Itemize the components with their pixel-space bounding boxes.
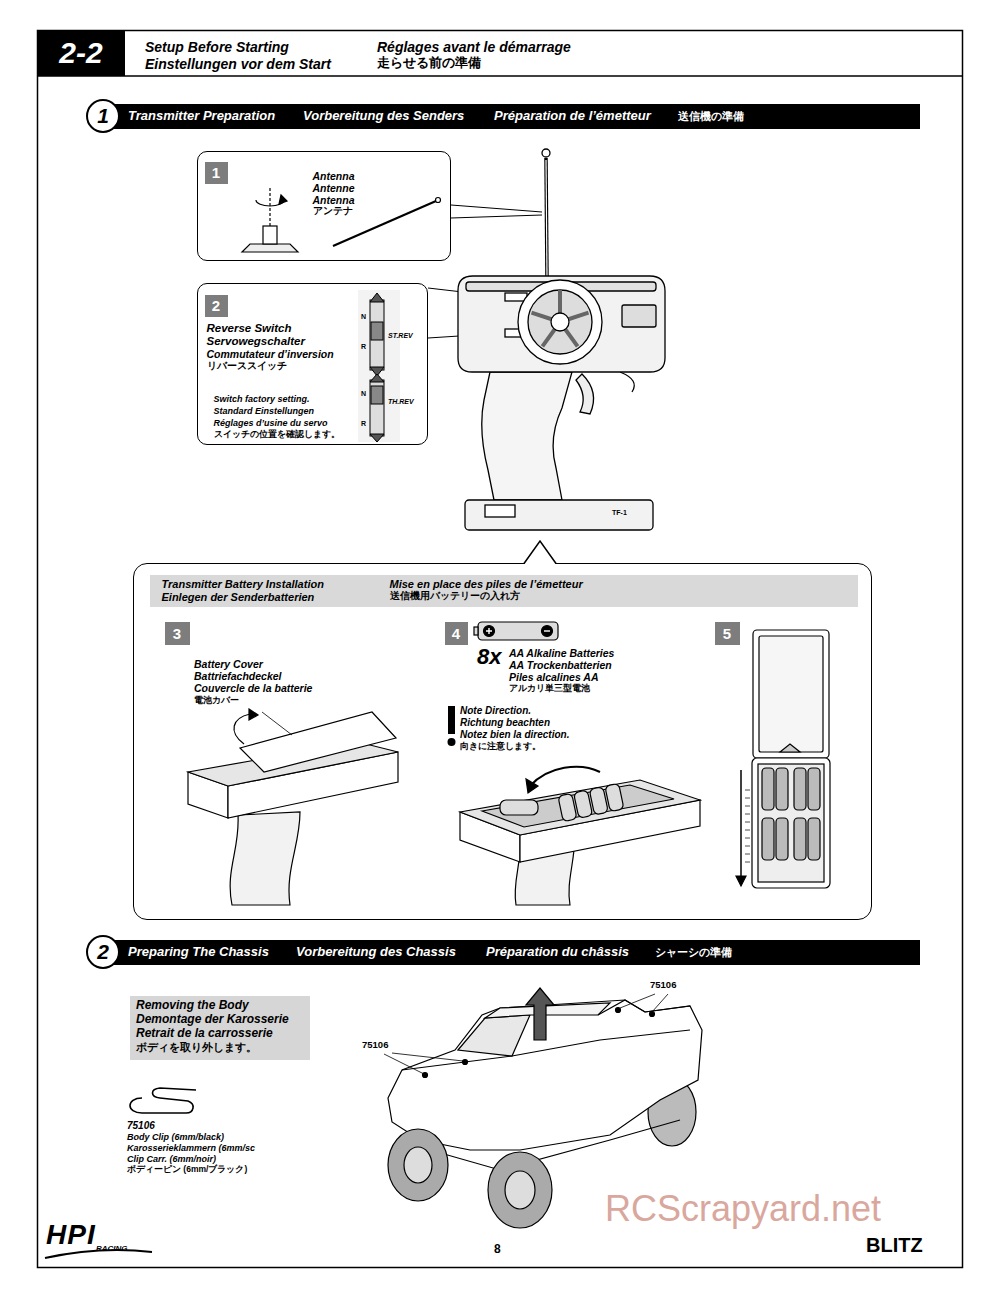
- callout-box: AntennaAntenneAntennaアンテナ1: [197, 151, 451, 261]
- part-label: AA Alkaline Batteries: [509, 647, 614, 659]
- part-label: Karosserieklammern (6mm/sc: [127, 1143, 255, 1153]
- switch-position: N: [361, 390, 366, 398]
- section-number: 2: [86, 935, 120, 969]
- part-label: Battery Cover: [194, 658, 263, 670]
- callout-box-text: アンテナ: [313, 206, 353, 217]
- instruction-box: Removing the BodyDemontage der Karosseri…: [130, 996, 310, 1060]
- instruction-box-text: Retrait de la carrosserie: [136, 1027, 273, 1041]
- callout-box-text: Commutateur d’inversion: [207, 348, 334, 360]
- section-band-text: Préparation du châssis: [486, 945, 629, 960]
- instruction-box-text: Demontage der Karosserie: [136, 1013, 289, 1027]
- page-header-text: Réglages avant le démarrage: [377, 39, 571, 55]
- section-band-text: Preparing The Chassis: [128, 945, 269, 960]
- watermark: RCScrapyard.net: [605, 1190, 881, 1228]
- switch-position: R: [361, 420, 366, 428]
- page-header: 2-2 Setup Before StartingEinstellungen vo…: [37, 30, 597, 76]
- note-text: 向きに注意します。: [460, 741, 541, 751]
- part-label: Clip Carr. (6mm/noir): [127, 1154, 216, 1164]
- step-number: 4: [445, 622, 468, 645]
- brand-logo: RACING: [96, 1244, 128, 1253]
- instruction-box-text: Removing the Body: [136, 999, 249, 1013]
- callout-box-text: リバーススイッチ: [207, 361, 287, 372]
- page-number: 8: [494, 1243, 501, 1257]
- section-band-text: Vorbereitung des Chassis: [296, 945, 456, 960]
- switch-name: ST.REV: [388, 332, 413, 340]
- switch-position: R: [361, 343, 366, 351]
- section-band-text: Vorbereitung des Senders: [303, 109, 464, 124]
- model-logo: BLITZ: [866, 1234, 923, 1257]
- panel-pointer: [520, 539, 560, 569]
- section-band-text: 送信機の準備: [678, 110, 744, 123]
- step-badge: 4: [445, 622, 468, 645]
- antenna-illustration: [242, 188, 441, 252]
- battery-panel-text: 送信機用バッテリーの入れ方: [390, 591, 520, 602]
- step-number: 5: [715, 622, 740, 645]
- transmitter-illustration: [458, 149, 665, 530]
- battery-compartment-illustration: [736, 630, 830, 888]
- battery-cover-illustration: [188, 709, 398, 905]
- quantity: 8x: [477, 644, 501, 669]
- callout-box-text: Antenne: [313, 182, 355, 194]
- section-number: 1: [86, 99, 120, 133]
- step-badge: 2: [205, 295, 228, 317]
- panel-pointer-outline: [524, 541, 556, 564]
- section-band: 2Preparing The ChassisVorbereitung des C…: [103, 940, 920, 965]
- part-label: Battriefachdeckel: [194, 670, 282, 682]
- step-number: 2: [205, 295, 228, 317]
- part-label: AA Trockenbatterien: [509, 659, 612, 671]
- callout-box: Reverse SwitchServowegschalterCommutateu…: [197, 283, 428, 445]
- note-text: Notez bien la direction.: [460, 729, 569, 741]
- callout-box-text: Standard Einstellungen: [214, 406, 315, 416]
- part-label: Piles alcalines AA: [509, 671, 599, 683]
- part-label: 電池カバー: [194, 695, 239, 705]
- callout-box-text: Reverse Switch: [207, 322, 292, 335]
- section-band-text: Préparation de l’émetteur: [494, 109, 651, 124]
- section-tab: 2-2: [37, 30, 125, 76]
- step-number: 1: [205, 162, 228, 184]
- instruction-box-text: ボディを取り外します。: [136, 1041, 257, 1053]
- switch-position: N: [361, 313, 366, 321]
- section-band-text: Transmitter Preparation: [128, 109, 275, 124]
- part-label: Couvercle de la batterie: [194, 682, 312, 694]
- callout-box-text: Antenna: [313, 194, 355, 206]
- battery-panel-header: [150, 575, 858, 607]
- step-badge: 3: [165, 622, 190, 645]
- part-number: 75106: [362, 1040, 388, 1051]
- note-text: Richtung beachten: [460, 717, 550, 729]
- switch-illustration: [358, 290, 400, 442]
- part-number: 75106: [127, 1120, 155, 1132]
- model-name: TF-1: [612, 509, 627, 517]
- panel-pointer-fill: [523, 541, 557, 566]
- page-header-text: 走らせる前の準備: [377, 56, 481, 71]
- switch-name: TH.REV: [388, 398, 414, 406]
- callout-box-text: Antenna: [313, 170, 355, 182]
- step-badge: 5: [715, 622, 740, 645]
- battery-panel-text: Mise en place des piles de l’émetteur: [390, 578, 583, 591]
- note-text: Note Direction.: [460, 705, 531, 717]
- page-header-text: Setup Before Starting: [145, 39, 289, 55]
- part-label: ボディーピン (6mm/ブラック): [127, 1165, 247, 1175]
- battery-panel-text: Einlegen der Senderbatterien: [162, 591, 315, 604]
- section-band-text: シャーシの準備: [655, 946, 732, 959]
- battery-insert-illustration: [448, 622, 701, 905]
- callout-box-text: Réglages d’usine du servo: [214, 418, 328, 428]
- brand-logo: HPI: [46, 1220, 96, 1250]
- part-number: 75106: [650, 980, 676, 991]
- part-label: アルカリ単三型電池: [509, 683, 590, 693]
- page-header-text: Einstellungen vor dem Start: [145, 56, 331, 72]
- part-label: Body Clip (6mm/black): [127, 1132, 224, 1142]
- step-badge: 1: [205, 162, 228, 184]
- step-number: 3: [165, 622, 190, 645]
- section-band: 1Transmitter PreparationVorbereitung des…: [103, 104, 920, 129]
- body-clip-illustration: [130, 1088, 196, 1113]
- callout-box-text: スイッチの位置を確認します。: [214, 430, 340, 440]
- callout-box-text: Servowegschalter: [207, 335, 305, 348]
- page-frame: [37, 31, 963, 1268]
- callout-box-text: Switch factory setting.: [214, 394, 310, 404]
- battery-panel-text: Transmitter Battery Installation: [162, 578, 324, 591]
